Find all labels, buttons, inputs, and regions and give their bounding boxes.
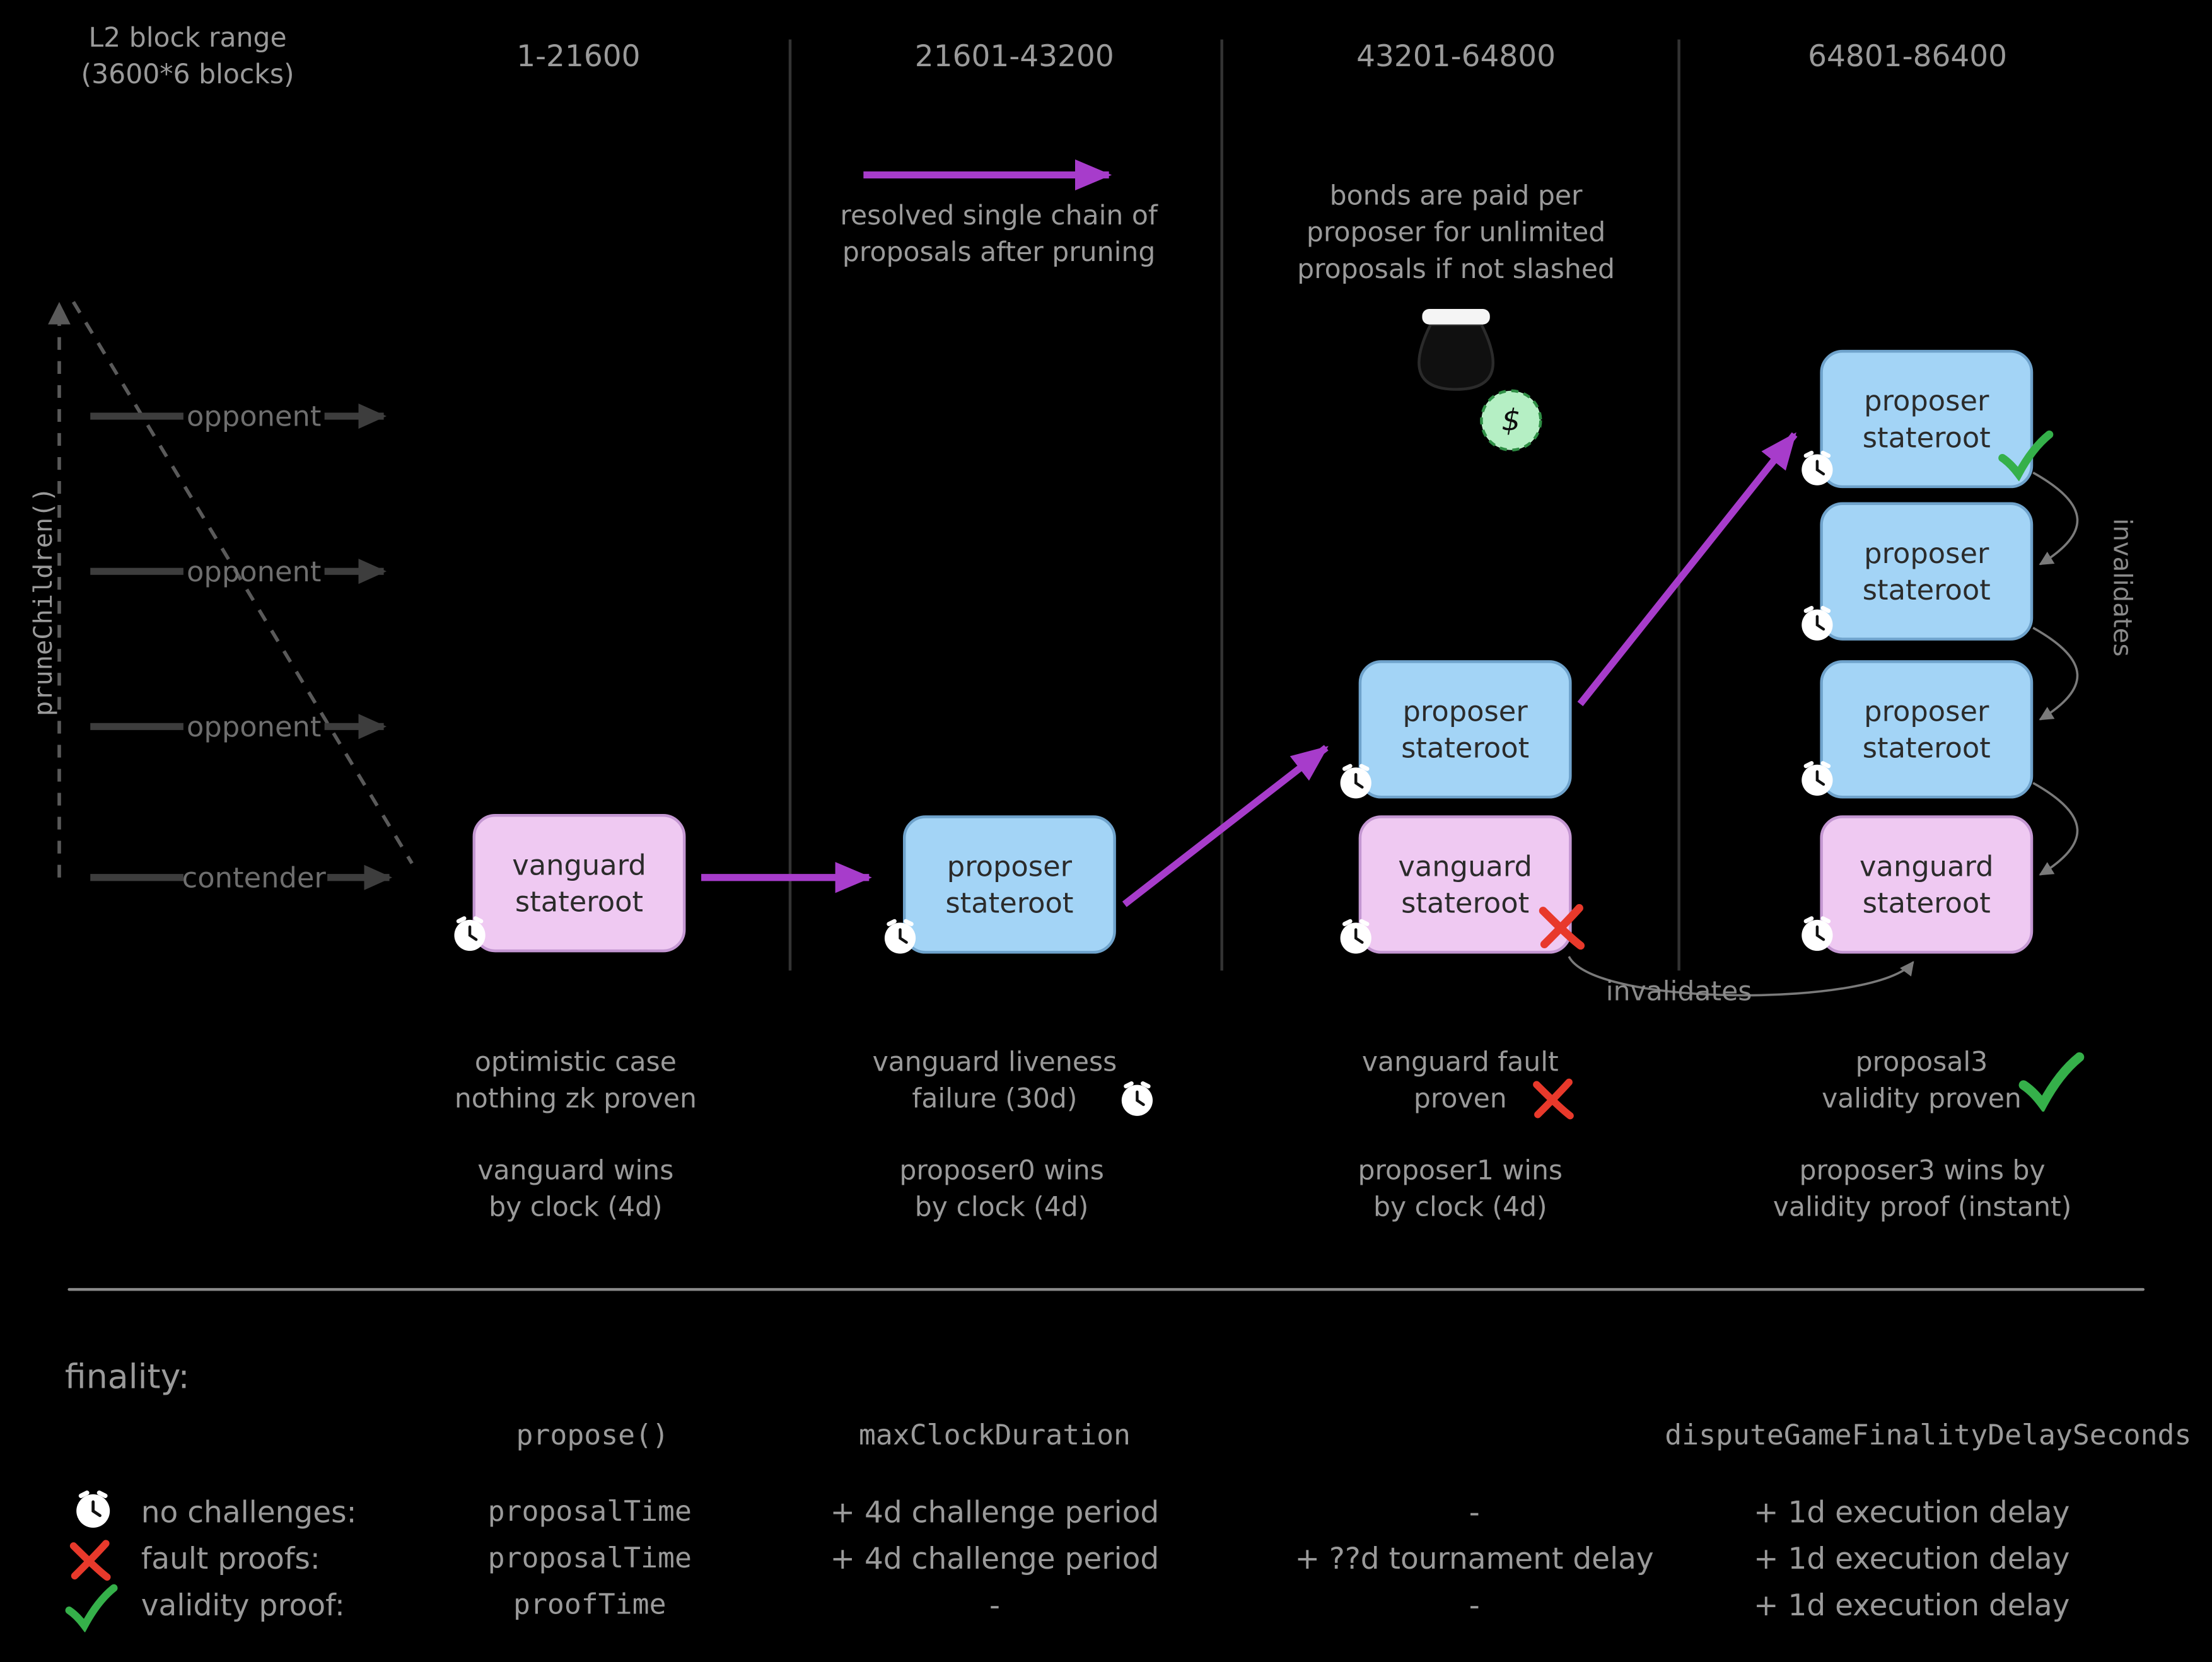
finality-cell-tournament: - [1469,1495,1480,1530]
finality-cell-delay: + 1d execution delay [1754,1542,2070,1576]
section-divider [67,1287,2145,1291]
valid-check-icon [2018,1052,2085,1112]
finality-cell-maxclock: - [989,1588,1000,1623]
node-proposer-stateroot-col2: proposer stateroot [903,815,1116,954]
finality-cell-propose: proposalTime [487,1540,692,1575]
node-label: vanguard stateroot [1860,849,1994,920]
finality-cell-delay: + 1d execution delay [1754,1588,2070,1623]
finality-cell-delay: + 1d execution delay [1754,1495,2070,1530]
finality-cell-maxclock: + 4d challenge period [830,1495,1160,1530]
clock-icon [1802,606,1833,641]
finality-header-propose: propose() [516,1417,669,1452]
opponent-row-label: opponent [187,554,322,589]
finality-cell-maxclock: + 4d challenge period [830,1542,1160,1576]
dollar-coin-icon [1480,389,1542,451]
node-vanguard-stateroot-col4: vanguard stateroot [1820,815,2034,954]
clock-icon [1340,764,1371,799]
finality-cell-tournament: + ??d tournament delay [1295,1542,1654,1576]
node-vanguard-stateroot-col1: vanguard stateroot [472,814,686,953]
dollar-sign-label: $ [1501,403,1521,438]
node-proposer-stateroot-col4-top: proposer stateroot [1820,349,2034,489]
clock-icon [76,1491,110,1528]
clock-icon [1340,919,1371,954]
clock-icon [1121,1081,1153,1116]
column-header-4: 64801-86400 [1808,39,2008,74]
invalidates-curves [1568,472,2079,997]
fault-x-icon [1539,904,1585,950]
node-label: proposer stateroot [945,849,1074,920]
invalidates-horizontal-label: invalidates [1605,976,1752,1008]
node-label: vanguard stateroot [512,847,646,919]
fault-x-icon [69,1540,111,1581]
finality-cell-propose: proofTime [513,1587,667,1621]
note-bonds: bonds are paid per proposer for unlimite… [1297,180,1615,286]
caption-col2-case: vanguard liveness failure (30d) [872,1047,1117,1115]
note-resolved-chain: resolved single chain of proposals after… [840,200,1158,269]
column-header-1: 1-21600 [516,39,641,74]
money-bag-icon [1417,309,1495,391]
node-label: proposer stateroot [1862,383,1991,455]
column-header-3: 43201-64800 [1356,39,1556,74]
caption-col3-result: proposer1 wins by clock (4d) [1358,1155,1563,1224]
clock-icon [454,916,486,951]
caption-col2-result: proposer0 wins by clock (4d) [899,1155,1104,1224]
node-proposer-stateroot-col3: proposer stateroot [1358,660,1572,799]
node-label: proposer stateroot [1862,694,1991,765]
column-header-2: 21601-43200 [914,39,1114,74]
finality-row-label: validity proof: [141,1588,345,1623]
finality-cell-tournament: - [1469,1588,1480,1623]
valid-check-icon [1998,430,2054,481]
finality-cell-propose: proposalTime [487,1494,692,1528]
opponent-row-label: opponent [187,399,322,433]
clock-icon [1802,916,1833,951]
node-label: proposer stateroot [1401,694,1530,765]
opponent-row-arrows [90,403,393,890]
node-label: proposer stateroot [1862,536,1991,607]
clock-icon [884,919,916,954]
caption-col3-case: vanguard fault proven [1361,1047,1559,1115]
finality-header-dispute: disputeGameFinalityDelaySeconds [1665,1417,2192,1452]
opponent-row-label: opponent [187,709,322,744]
contender-row-label: contender [182,860,326,895]
finality-row-label: no challenges: [141,1495,357,1530]
finality-title: finality: [64,1357,190,1397]
node-label: vanguard stateroot [1398,849,1532,920]
node-vanguard-stateroot-col3: vanguard stateroot [1358,815,1572,954]
caption-col1-case: optimistic case nothing zk proven [454,1047,697,1115]
caption-col4-result: proposer3 wins by validity proof (instan… [1773,1155,2072,1224]
valid-check-icon [65,1584,118,1632]
finality-header-maxclock: maxClockDuration [858,1417,1131,1452]
node-proposer-stateroot-col4-mid: proposer stateroot [1820,502,2034,641]
prune-children-label: pruneChildren() [29,487,59,716]
node-proposer-stateroot-col4-low: proposer stateroot [1820,660,2034,799]
caption-col1-result: vanguard wins by clock (4d) [477,1155,674,1224]
proposal-chain-arrows [701,159,1798,907]
clock-icon [1802,761,1833,796]
clock-icon [1802,450,1833,485]
fault-x-icon [1533,1078,1574,1120]
caption-col4-case: proposal3 validity proven [1822,1047,2022,1115]
column-divider-lines [788,39,1680,971]
finality-row-label: fault proofs: [141,1542,320,1576]
invalidates-vertical-label: invalidates [2107,518,2137,657]
header-range-label: L2 block range (3600*6 blocks) [81,22,294,91]
